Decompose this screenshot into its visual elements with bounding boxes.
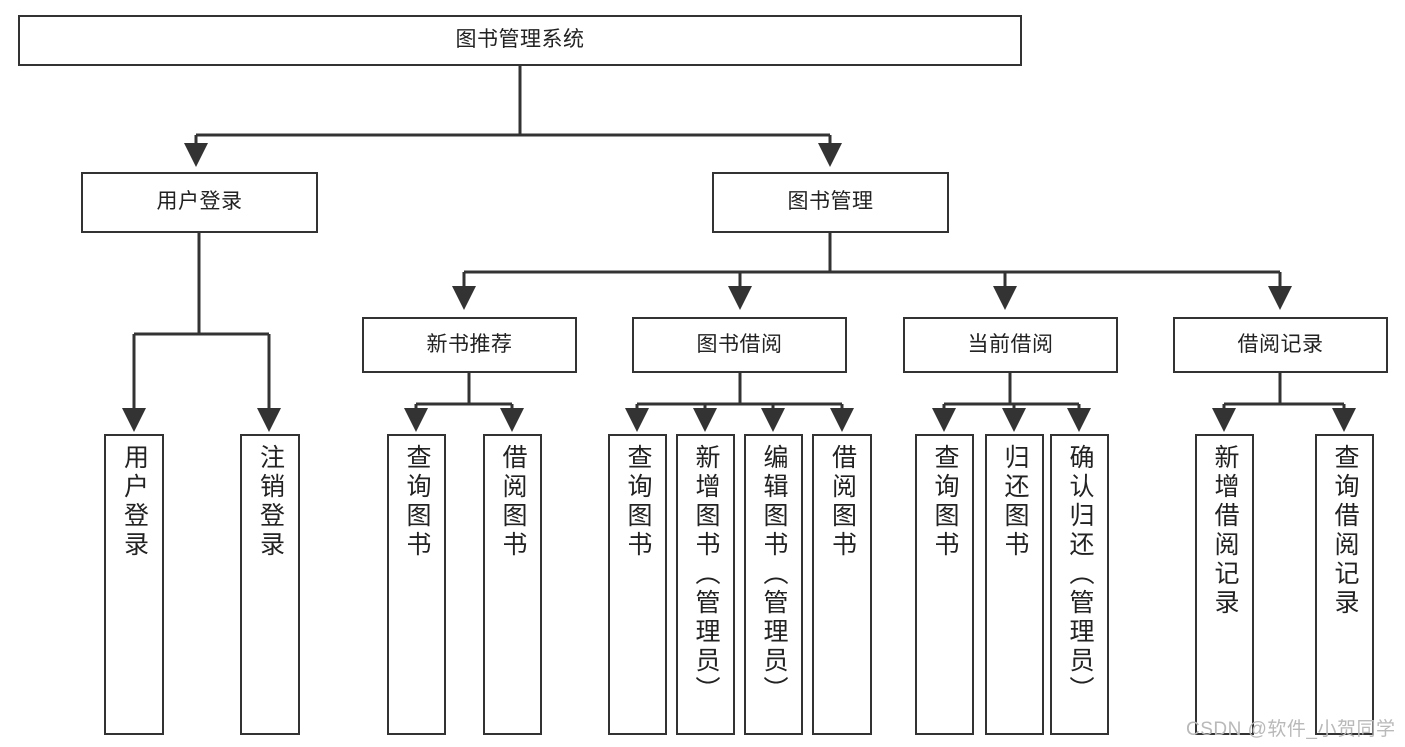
leaf-new-book-borrow[interactable]: 借阅图书 bbox=[483, 434, 542, 735]
leaf-borrow-record-add[interactable]: 新增借阅记录 bbox=[1195, 434, 1254, 735]
node-label: 归还图书 bbox=[1001, 444, 1029, 560]
leaf-user-login-signout[interactable]: 注销登录 bbox=[240, 434, 300, 735]
leaf-book-borrow-edit-admin[interactable]: 编辑图书（管理员） bbox=[744, 434, 803, 735]
leaf-user-login-signin[interactable]: 用户登录 bbox=[104, 434, 164, 735]
node-label: 图书管理 bbox=[787, 190, 874, 214]
node-label: 用户登录 bbox=[120, 444, 149, 560]
node-label: 借阅图书 bbox=[499, 444, 527, 560]
node-label: 新书推荐 bbox=[426, 332, 513, 356]
node-label: 查询借阅记录 bbox=[1331, 444, 1359, 618]
leaf-current-borrow-return[interactable]: 归还图书 bbox=[985, 434, 1044, 735]
node-book-borrow[interactable]: 图书借阅 bbox=[632, 317, 847, 373]
node-label: 新增借阅记录 bbox=[1211, 444, 1239, 618]
node-user-login[interactable]: 用户登录 bbox=[81, 172, 318, 233]
node-label: 查询图书 bbox=[403, 444, 431, 560]
node-book-management[interactable]: 图书管理 bbox=[712, 172, 949, 233]
leaf-new-book-query[interactable]: 查询图书 bbox=[387, 434, 446, 735]
node-label: 借阅记录 bbox=[1237, 332, 1324, 356]
leaf-book-borrow-query[interactable]: 查询图书 bbox=[608, 434, 667, 735]
leaf-borrow-record-query[interactable]: 查询借阅记录 bbox=[1315, 434, 1374, 735]
node-label: 图书借阅 bbox=[696, 332, 783, 356]
csdn-watermark: CSDN @软件_小贺同学 bbox=[1186, 719, 1396, 740]
node-label: 查询图书 bbox=[624, 444, 652, 560]
node-label: 当前借阅 bbox=[967, 332, 1054, 356]
node-new-book-recommend[interactable]: 新书推荐 bbox=[362, 317, 577, 373]
node-label: 编辑图书（管理员） bbox=[760, 444, 788, 705]
node-label: 注销登录 bbox=[256, 444, 285, 560]
node-label: 图书管理系统 bbox=[455, 28, 585, 52]
node-label: 用户登录 bbox=[156, 190, 243, 214]
leaf-current-borrow-confirm-return-admin[interactable]: 确认归还（管理员） bbox=[1050, 434, 1109, 735]
node-label: 确认归还（管理员） bbox=[1066, 444, 1094, 705]
leaf-current-borrow-query[interactable]: 查询图书 bbox=[915, 434, 974, 735]
node-label: 查询图书 bbox=[931, 444, 959, 560]
node-label: 新增图书（管理员） bbox=[692, 444, 720, 705]
node-label: 借阅图书 bbox=[828, 444, 857, 560]
node-current-borrow[interactable]: 当前借阅 bbox=[903, 317, 1118, 373]
leaf-book-borrow-borrow[interactable]: 借阅图书 bbox=[812, 434, 872, 735]
node-borrow-record[interactable]: 借阅记录 bbox=[1173, 317, 1388, 373]
leaf-book-borrow-add-admin[interactable]: 新增图书（管理员） bbox=[676, 434, 735, 735]
node-root-book-management-system[interactable]: 图书管理系统 bbox=[18, 15, 1022, 66]
